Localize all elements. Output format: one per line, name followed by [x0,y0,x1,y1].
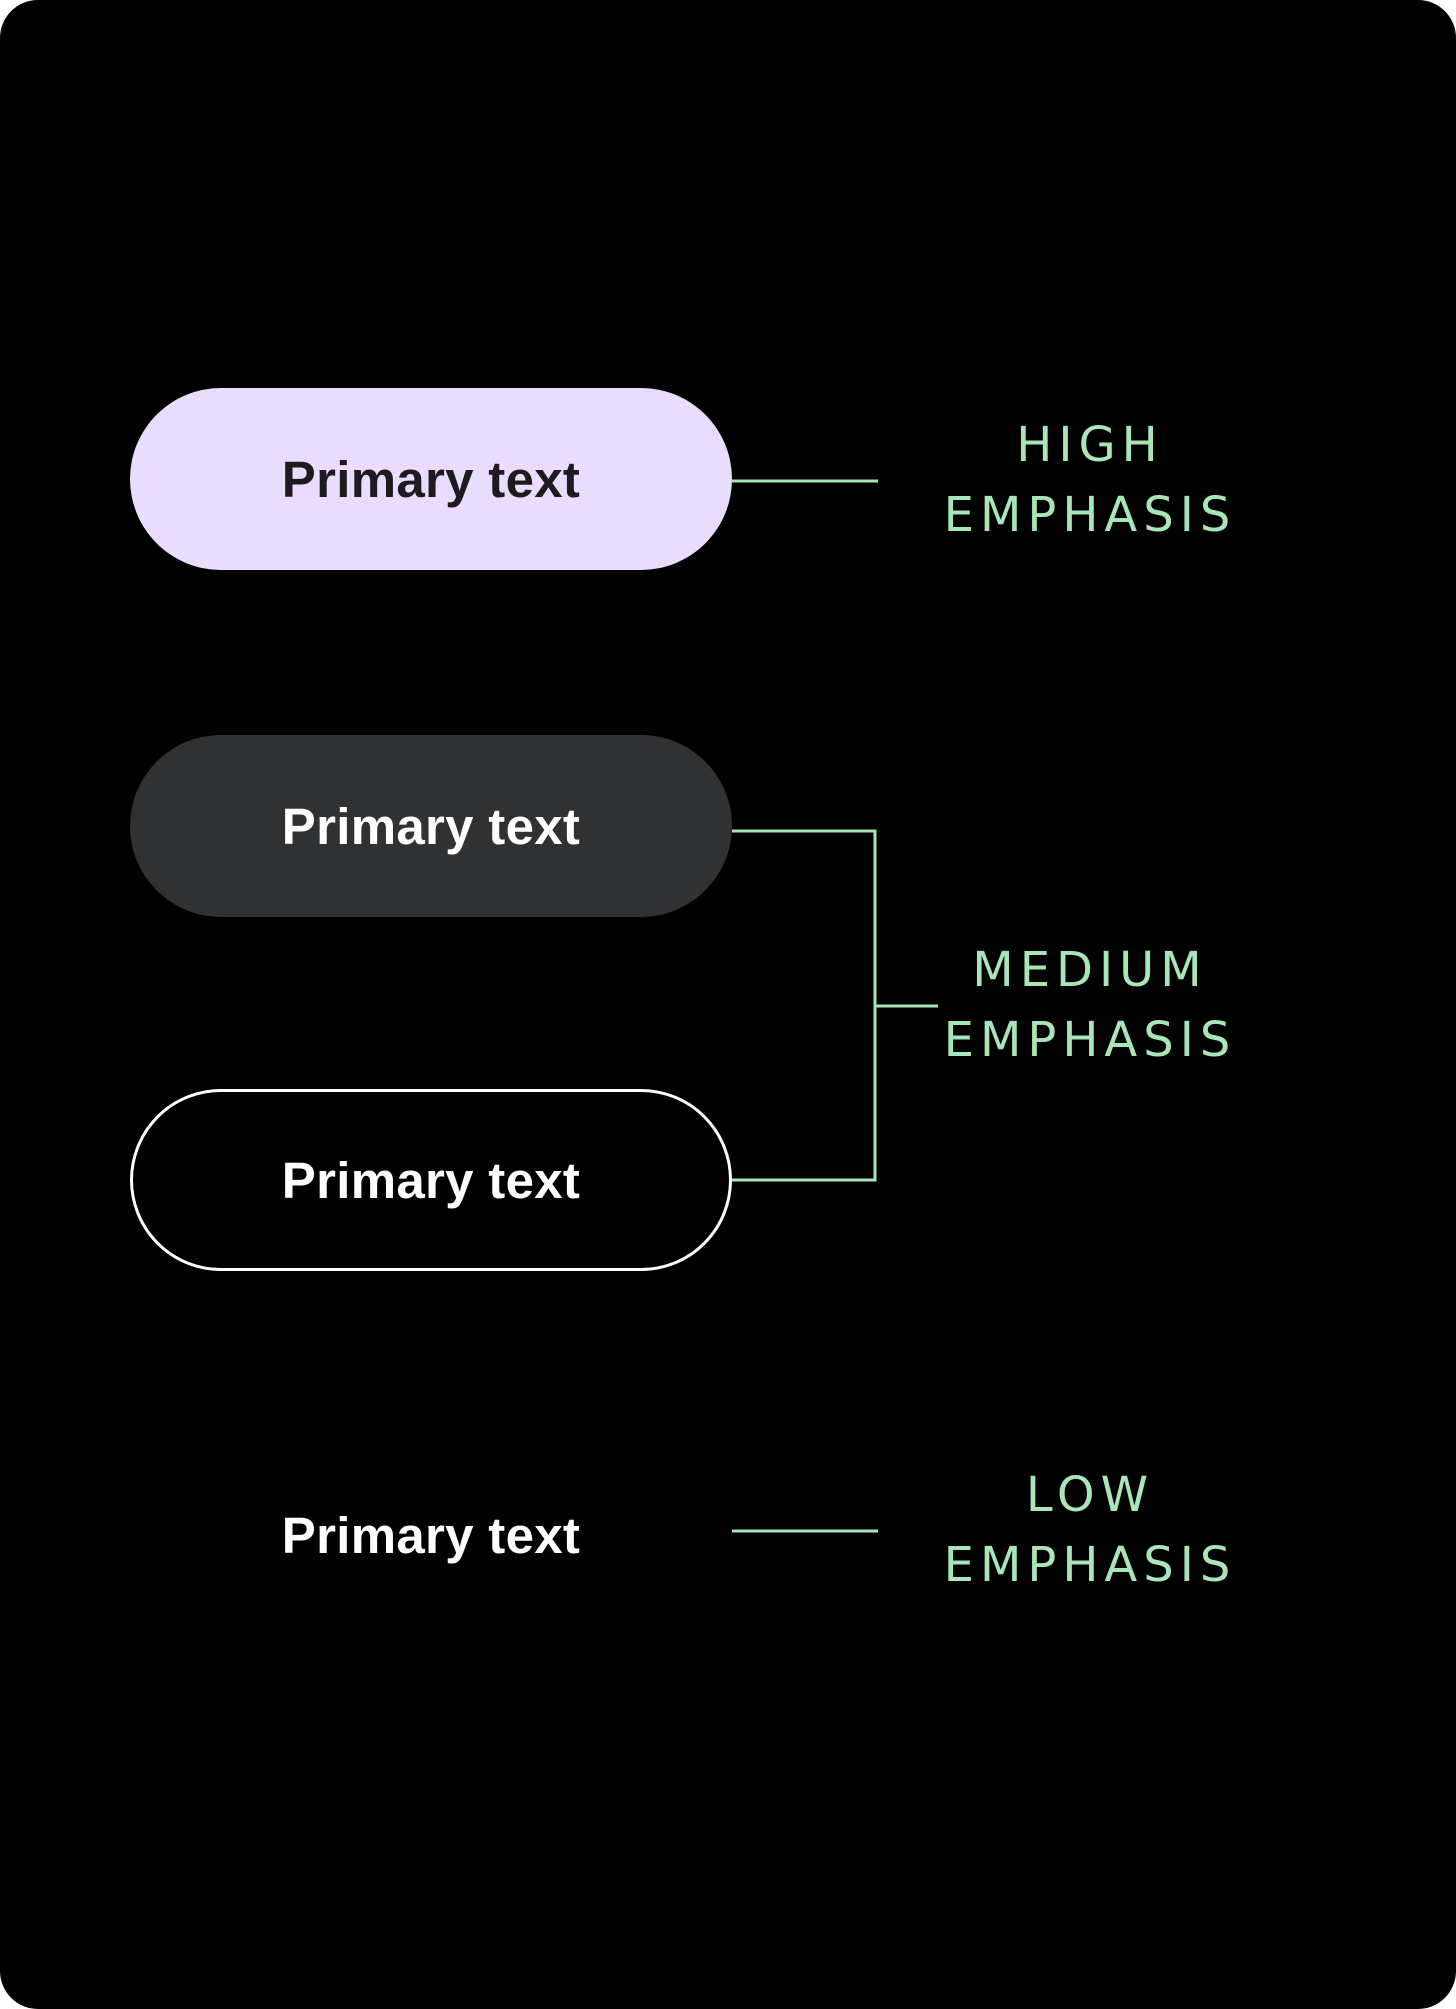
high-emphasis-filled-button[interactable]: Primary text [130,388,732,570]
medium-emphasis-label: MEDIUM EMPHASIS [940,935,1240,1075]
medium-emphasis-outlined-button[interactable]: Primary text [130,1089,732,1271]
medium-emphasis-label-line2: EMPHASIS [943,1012,1237,1068]
medium-emphasis-tonal-button[interactable]: Primary text [130,735,732,917]
low-emphasis-label: LOW EMPHASIS [940,1460,1240,1600]
medium-emphasis-label-line1: MEDIUM [972,942,1208,998]
medium-connector-bracket [732,829,877,1182]
low-emphasis-text-button[interactable]: Primary text [281,1506,581,1564]
low-emphasis-label-line2: EMPHASIS [943,1537,1237,1593]
high-emphasis-label-line1: HIGH [1016,417,1164,473]
low-emphasis-label-line1: LOW [1025,1467,1155,1523]
high-emphasis-label-line2: EMPHASIS [943,487,1237,543]
high-emphasis-label: HIGH EMPHASIS [940,410,1240,550]
